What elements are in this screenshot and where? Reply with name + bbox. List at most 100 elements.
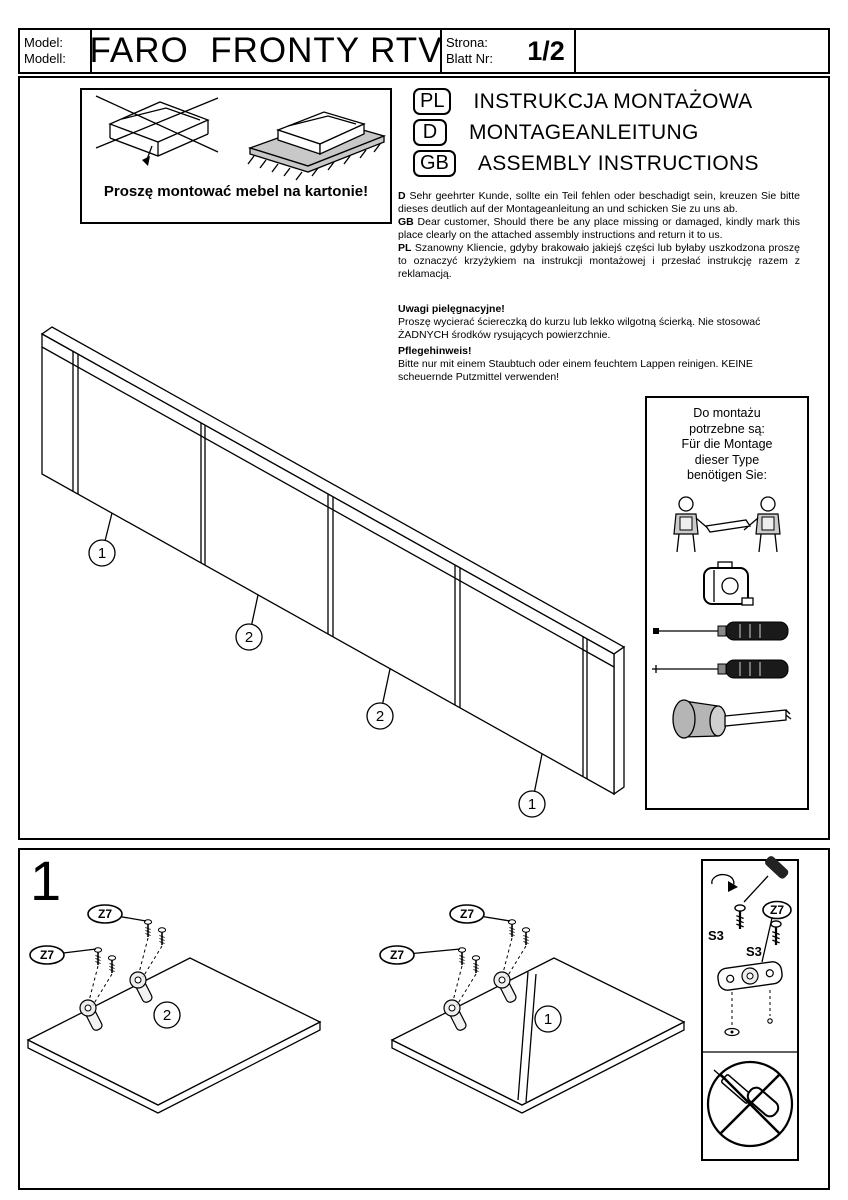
language-list: PL INSTRUKCJA MONTAŻOWA D MONTAGEANLEITU… — [413, 88, 759, 181]
svg-text:Z7: Z7 — [770, 903, 784, 917]
panel-1-drawing: Z7 Z7 1 — [379, 904, 686, 1114]
step-1-drawing: Z7 Z7 2 — [26, 856, 799, 1161]
cardboard-caption: Proszę montować mebel na kartonie! — [103, 183, 369, 200]
notice-code-pl: PL — [398, 242, 412, 254]
flat-screwdriver-icon — [653, 621, 789, 640]
language-row-pl: PL INSTRUKCJA MONTAŻOWA — [413, 88, 759, 115]
callout-1-right-label: 1 — [528, 796, 536, 813]
page-label-pl: Strona: — [446, 35, 488, 50]
tools-line-2: potrzebne są: — [689, 421, 765, 436]
hinge-icon — [493, 971, 517, 1003]
language-code-pl: PL — [413, 88, 452, 115]
model-label-de: Modell: — [24, 51, 66, 66]
panel-2-callout: 2 — [153, 1001, 181, 1029]
care-notice: Uwagi pielęgnacyjne! Proszę wycierać ści… — [398, 300, 800, 384]
two-people-icon — [673, 495, 781, 552]
hinge-icon — [79, 999, 103, 1031]
model-label-cell: Model: Modell: — [20, 30, 92, 72]
screwdriver-icon — [743, 856, 789, 903]
hinge-detail-box: S3 S3 Z7 — [701, 856, 799, 1161]
z7-label: Z7 — [87, 904, 123, 924]
screw-icon — [93, 946, 103, 966]
screw-icon — [157, 926, 167, 946]
panel-1-callout: 1 — [534, 1005, 562, 1033]
cardboard-notice-box: Proszę montować mebel na kartonie! — [80, 88, 392, 224]
svg-text:2: 2 — [163, 1007, 171, 1024]
panel-2-drawing: Z7 Z7 2 — [26, 904, 322, 1114]
svg-text:Z7: Z7 — [98, 907, 112, 921]
tape-measure-icon — [703, 560, 754, 606]
language-label-pl: INSTRUKCJA MONTAŻOWA — [473, 89, 753, 113]
screw-icon — [143, 918, 153, 938]
care-title-de: Pflegehinweis! — [398, 345, 472, 357]
notice-text-de: Sehr geehrter Kunde, sollte ein Teil feh… — [398, 190, 800, 215]
z7-label: Z7 — [762, 900, 792, 920]
callout-2-right-label: 2 — [376, 708, 384, 725]
svg-text:1: 1 — [544, 1011, 552, 1028]
notice-text-pl: Szanowny Kliencie, gdyby brakowało jakie… — [398, 242, 800, 280]
tools-line-4: dieser Type — [694, 452, 760, 467]
svg-text:Z7: Z7 — [460, 907, 474, 921]
language-code-gb: GB — [413, 150, 456, 177]
care-title-pl: Uwagi pielęgnacyjne! — [398, 303, 505, 315]
screw-icon — [521, 926, 531, 946]
notice-code-de: D — [398, 190, 406, 202]
model-label-pl: Model: — [24, 35, 64, 50]
no-power-tool-icon — [706, 1060, 794, 1148]
callout-2-left: 2 — [235, 623, 263, 651]
care-text-de: Bitte nur mit einem Staubtuch oder einem… — [398, 358, 753, 383]
notice-paragraph-de: D Sehr geehrter Kunde, sollte ein Teil f… — [398, 190, 800, 216]
screw-icon — [471, 954, 481, 974]
callout-1-left-label: 1 — [98, 545, 106, 562]
notice-paragraph-pl: PL Szanowny Kliencie, gdyby brakowało ja… — [398, 242, 800, 281]
hinge-icon — [443, 999, 467, 1031]
notice-paragraph-gb: GB Dear customer, Should there be any pl… — [398, 216, 800, 242]
page-label-de: Blatt Nr: — [446, 51, 493, 66]
callout-1-left: 1 — [88, 539, 116, 567]
wrong-assembly-icon — [95, 95, 219, 166]
z7-label: Z7 — [29, 945, 65, 965]
s3-label: S3 — [708, 928, 724, 943]
customer-notice: D Sehr geehrter Kunde, sollte ein Teil f… — [398, 190, 800, 281]
language-code-de: D — [413, 119, 447, 146]
language-row-gb: GB ASSEMBLY INSTRUCTIONS — [413, 150, 759, 177]
screw-icon — [507, 918, 517, 938]
step-number: 1 — [30, 849, 62, 912]
tools-line-1: Do montażu — [693, 406, 761, 420]
hinge-icon — [129, 971, 153, 1003]
tools-line-3: Für die Montage — [681, 437, 773, 451]
tools-line-5: benötigen Sie: — [687, 468, 767, 482]
cardboard-illustration — [95, 95, 387, 181]
header-empty-cell — [576, 30, 828, 72]
screwing-rotation-icon — [711, 873, 738, 892]
phillips-screwdriver-icon — [652, 659, 789, 678]
notice-text-gb: Dear customer, Should there be any place… — [398, 216, 800, 241]
mallet-icon — [672, 698, 792, 739]
z7-label: Z7 — [449, 904, 485, 924]
step-1-section: 1 — [18, 848, 830, 1190]
callout-2-right: 2 — [366, 702, 394, 730]
page-label-cell: Strona: Blatt Nr: — [442, 30, 518, 72]
title-block: Model: Modell: FARO FRONTY RTV Strona: B… — [18, 28, 830, 74]
correct-assembly-icon — [247, 111, 387, 181]
care-text-pl: Proszę wycierać ściereczką do kurzu lub … — [398, 316, 761, 341]
z7-label: Z7 — [379, 945, 415, 965]
notice-code-gb: GB — [398, 216, 414, 228]
screw-icon — [457, 946, 467, 966]
required-tools-box: Do montażu potrzebne są: Für die Montage… — [645, 396, 809, 810]
page-number: 1/2 — [518, 30, 576, 72]
hinge-plate-icon — [717, 961, 783, 991]
front-panels-strip — [40, 326, 626, 796]
model-title: FARO FRONTY RTV — [89, 30, 443, 72]
svg-text:Z7: Z7 — [40, 948, 54, 962]
language-row-de: D MONTAGEANLEITUNG — [413, 119, 759, 146]
s3-label: S3 — [746, 944, 762, 959]
language-label-gb: ASSEMBLY INSTRUCTIONS — [477, 151, 759, 175]
screw-icon — [107, 954, 117, 974]
language-label-de: MONTAGEANLEITUNG — [469, 120, 699, 144]
tools-icons — [652, 495, 792, 739]
svg-text:Z7: Z7 — [390, 948, 404, 962]
fronts-isometric-drawing: 1 2 2 1 — [40, 326, 626, 818]
callout-2-left-label: 2 — [245, 629, 253, 646]
instructions-section: Proszę montować mebel na kartonie! PL IN… — [18, 76, 830, 840]
